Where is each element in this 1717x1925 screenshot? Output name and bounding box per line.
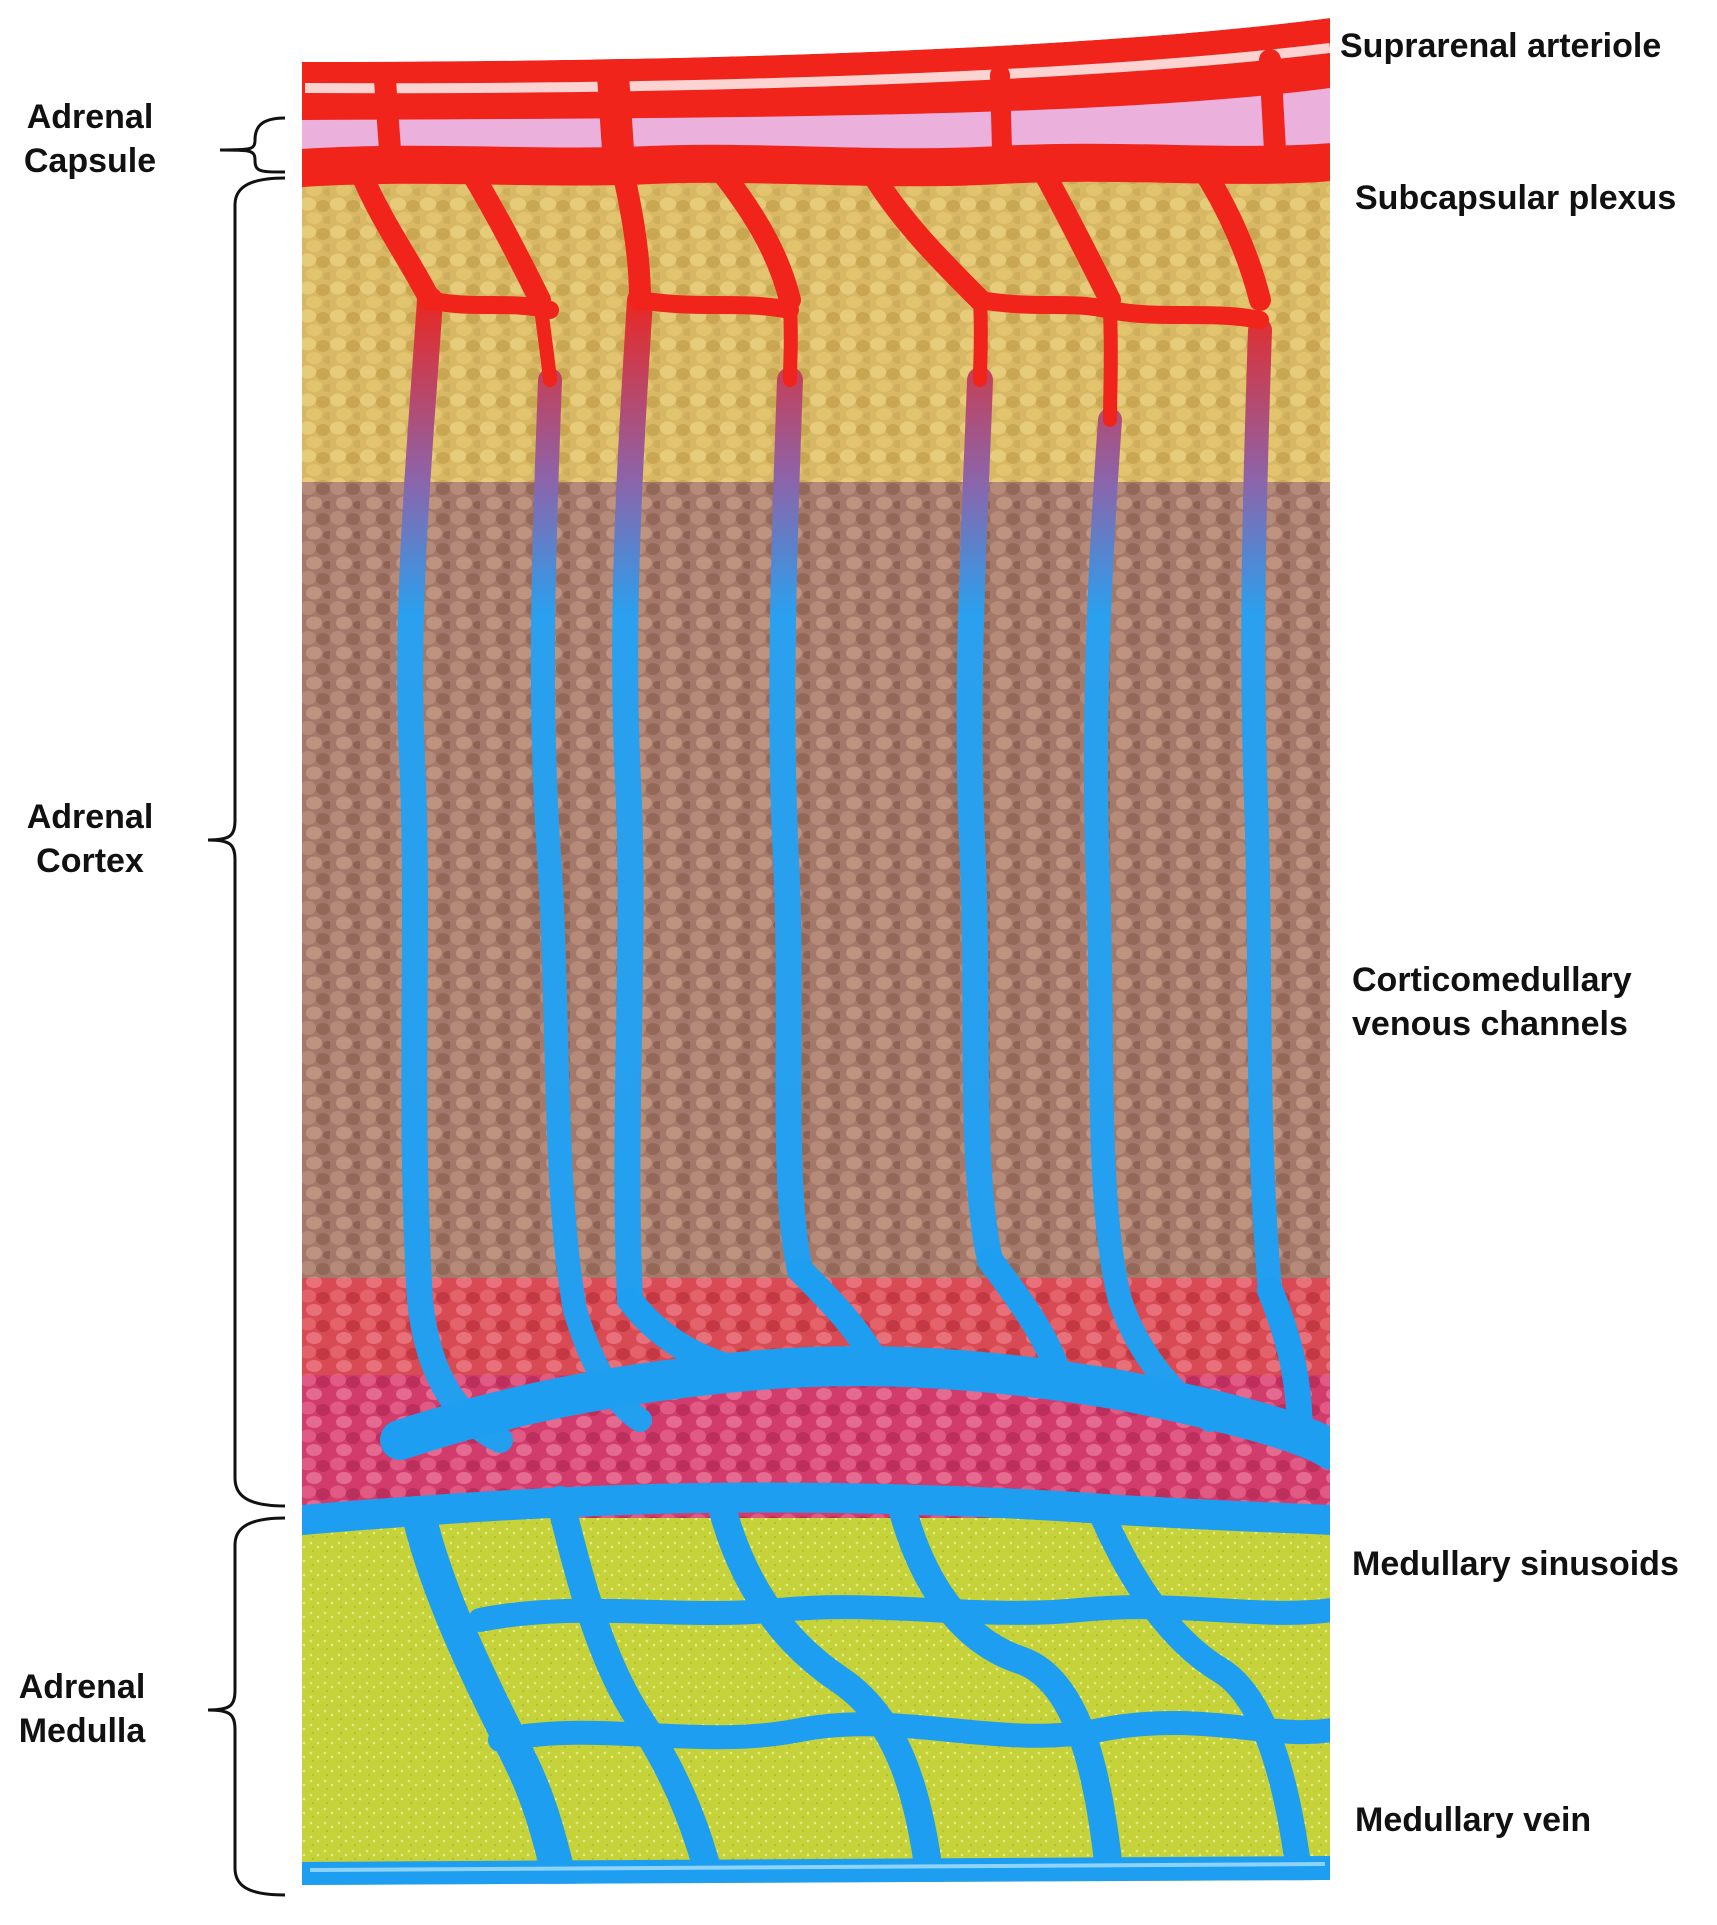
cortex-label-line1: Adrenal — [26, 798, 154, 836]
reticular-web-1 — [380, 1346, 1330, 1470]
subcapsular-plexus-label: Subcapsular plexus — [1355, 179, 1677, 217]
medullary-web-6 — [468, 1595, 1330, 1632]
medullary-vein-label: Medullary vein — [1355, 1801, 1592, 1839]
channel-3 — [612, 287, 653, 1313]
channel-4 — [769, 367, 813, 1283]
medullary-web-7 — [488, 1710, 1330, 1752]
cortex-bracket — [207, 176, 286, 1508]
capsule-bracket — [219, 116, 286, 174]
zone-brackets — [207, 116, 286, 1897]
capsule-label-line1: Adrenal — [26, 98, 154, 136]
plexus-web-4 — [533, 293, 1118, 427]
channel-2 — [530, 368, 652, 1432]
capsular-branch-4 — [1259, 49, 1286, 161]
medulla-bracket — [207, 1516, 286, 1897]
cortex-label: Adrenal Cortex — [10, 795, 170, 883]
plexus-web-1 — [349, 139, 801, 311]
capsule-label-line2: Capsule — [23, 142, 157, 180]
suprarenal-arteriole-label: Suprarenal arteriole — [1340, 27, 1662, 65]
medulla-label: Adrenal Medulla — [2, 1665, 162, 1753]
reticular-web-2 — [302, 1482, 1330, 1535]
medulla-label-line1: Adrenal — [18, 1668, 146, 1706]
medullary-web-5 — [1087, 1497, 1313, 1885]
capsular-branch-1 — [374, 69, 401, 161]
channel-5 — [956, 367, 1003, 1273]
arterial-network — [302, 18, 1330, 427]
subcapsular-plexus-main — [302, 143, 1330, 187]
channel-1 — [397, 287, 513, 1453]
corticomedullary-label-line2: venous channels — [1352, 1005, 1628, 1043]
medulla-label-line2: Medulla — [18, 1712, 146, 1750]
corticomedullary-label-line1: Corticomedullary — [1352, 961, 1632, 999]
corticomedullary-label: Corticomedullary venous channels — [1352, 958, 1632, 1046]
medullary-vein — [302, 1856, 1330, 1885]
medullary-sinusoids-label: Medullary sinusoids — [1352, 1545, 1679, 1583]
medulla-zone — [302, 1518, 1330, 1885]
plexus-web-2 — [859, 154, 1271, 311]
cortex-label-line2: Cortex — [36, 842, 144, 880]
capsule-label: Adrenal Capsule — [10, 95, 170, 183]
arteriole-highlight — [304, 43, 1330, 94]
channel-7 — [1241, 318, 1282, 1302]
capsular-branch-2 — [596, 44, 634, 166]
zona-fasciculata — [302, 482, 1330, 1280]
medullary-web-2 — [546, 1486, 724, 1885]
zona-glomerulosa — [302, 165, 1330, 485]
medullary-web-3 — [706, 1486, 944, 1885]
suprarenal-arteriole — [302, 18, 1330, 120]
medullary-vein-highlight — [309, 1862, 1326, 1872]
channel-6 — [1083, 408, 1222, 1432]
medullary-web-4 — [886, 1486, 1124, 1885]
plexus-web-3 — [421, 291, 1269, 329]
venous-network — [302, 287, 1330, 1885]
capsular-branch-3 — [990, 65, 1012, 160]
reticular-web-3 — [617, 1247, 1313, 1453]
